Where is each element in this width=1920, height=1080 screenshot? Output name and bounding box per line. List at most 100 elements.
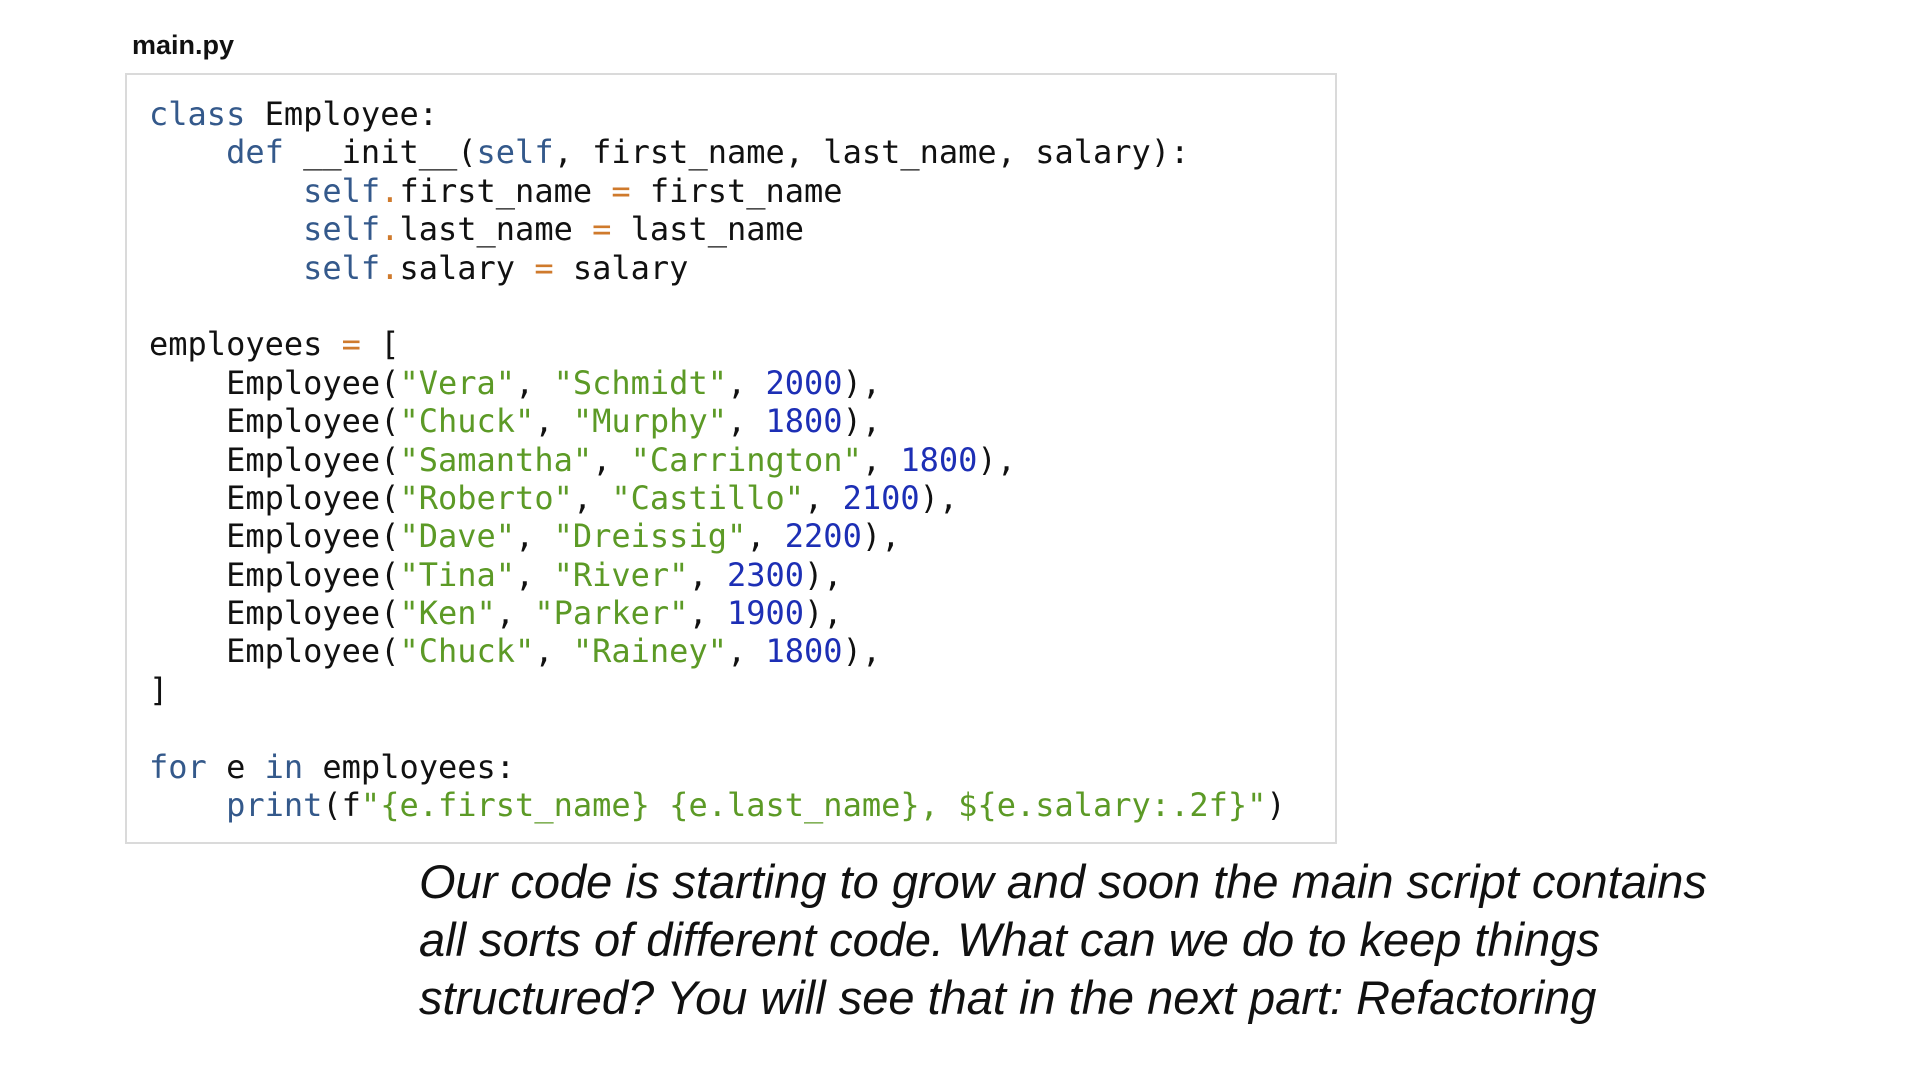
- code-token: self: [476, 133, 554, 172]
- code-token: ),: [977, 440, 1016, 479]
- code-token: ,: [746, 517, 785, 556]
- code-line: self.last_name = last_name: [149, 210, 1286, 248]
- code-line: Employee("Roberto", "Castillo", 2100),: [149, 479, 1286, 517]
- code-token: ,: [495, 594, 535, 633]
- code-token: Employee(: [149, 555, 400, 594]
- code-token: "Rainey": [572, 632, 727, 671]
- code-token: .: [380, 210, 400, 249]
- code-token: last_name: [611, 210, 805, 249]
- code-token: print: [226, 786, 323, 825]
- caption-line: all sorts of different code. What can we…: [419, 913, 1600, 966]
- code-token: 1900: [726, 594, 805, 633]
- caption-line: structured? You will see that in the nex…: [419, 971, 1597, 1024]
- code-token: ,: [572, 478, 612, 517]
- code-token: [149, 249, 303, 287]
- code-token: in: [264, 747, 304, 786]
- code-line: Employee("Dave", "Dreissig", 2200),: [149, 517, 1286, 555]
- code-line: Employee("Vera", "Schmidt", 2000),: [149, 364, 1286, 402]
- code-token: Employee(: [149, 632, 400, 671]
- code-token: ,: [688, 555, 727, 594]
- caption-text: Our code is starting to grow and soon th…: [419, 853, 1859, 1027]
- code-token: Employee(: [149, 478, 400, 517]
- code-token: class: [149, 95, 246, 133]
- caption-line: Our code is starting to grow and soon th…: [419, 855, 1707, 908]
- code-token: [149, 786, 226, 824]
- code-token: "Murphy": [572, 402, 727, 441]
- code-token: 2300: [726, 555, 805, 594]
- code-token: "Dave": [399, 517, 516, 556]
- code-token: ,: [592, 440, 631, 479]
- code-token: first_name: [630, 171, 843, 210]
- code-token: Employee(: [149, 402, 400, 441]
- code-token: "Castillo": [611, 478, 805, 517]
- code-token: "River": [553, 555, 689, 594]
- code-token: =: [611, 171, 631, 210]
- code-line: [149, 709, 1286, 747]
- code-line: class Employee:: [149, 95, 1286, 133]
- code-token: "Roberto": [399, 478, 573, 517]
- code-token: ,: [726, 632, 766, 671]
- code-token: [149, 133, 226, 171]
- code-token: ,: [726, 402, 766, 441]
- code-line: Employee("Samantha", "Carrington", 1800)…: [149, 441, 1286, 479]
- code-line: Employee("Chuck", "Murphy", 1800),: [149, 402, 1286, 440]
- code-token: [149, 172, 303, 210]
- code-token: ): [1266, 786, 1286, 825]
- code-token: ,: [515, 517, 554, 556]
- code-token: 2200: [784, 517, 862, 556]
- code-token: ,: [804, 478, 843, 517]
- code-token: ),: [804, 594, 843, 633]
- code-token: [149, 210, 303, 248]
- code-token: 2000: [765, 363, 843, 402]
- code-token: "Tina": [399, 555, 516, 594]
- code-token: ,: [726, 363, 766, 402]
- code-token: 1800: [765, 402, 843, 441]
- code-token: ,: [515, 555, 554, 594]
- code-token: for: [149, 747, 207, 786]
- code-line: self.first_name = first_name: [149, 172, 1286, 210]
- code-token: =: [592, 210, 612, 249]
- code-token: ,: [515, 363, 554, 402]
- code-listing: class Employee: def __init__(self, first…: [149, 95, 1286, 824]
- code-token: "Ken": [399, 594, 496, 633]
- code-token: "Samantha": [399, 440, 593, 479]
- code-token: ),: [861, 517, 901, 556]
- code-line: print(f"{e.first_name} {e.last_name}, ${…: [149, 786, 1286, 824]
- code-token: last_name: [399, 210, 593, 249]
- code-token: Employee(: [149, 594, 400, 633]
- code-token: e: [206, 747, 265, 786]
- file-name-label: main.py: [132, 30, 235, 60]
- code-token: 1800: [900, 440, 978, 479]
- code-token: Employee(: [149, 440, 400, 479]
- code-token: "Dreissig": [553, 517, 747, 556]
- code-line: employees = [: [149, 325, 1286, 363]
- code-token: ),: [804, 555, 843, 594]
- code-token: 2100: [842, 478, 920, 517]
- code-token: ),: [842, 363, 882, 402]
- code-token: (f: [322, 786, 361, 825]
- code-token: "Vera": [399, 363, 516, 402]
- code-line: self.salary = salary: [149, 249, 1286, 287]
- code-token: ]: [149, 670, 169, 709]
- code-block: class Employee: def __init__(self, first…: [125, 73, 1337, 844]
- code-token: employees:: [303, 747, 516, 786]
- code-token: self: [303, 210, 381, 249]
- code-token: "{e.first_name} {e.last_name}, ${e.salar…: [360, 786, 1267, 825]
- code-token: Employee:: [245, 95, 438, 133]
- code-token: =: [534, 248, 554, 287]
- code-line: [149, 287, 1286, 325]
- code-token: "Carrington": [630, 440, 862, 479]
- code-token: salary: [399, 248, 535, 287]
- code-token: [: [360, 325, 400, 364]
- code-token: employees: [149, 325, 342, 364]
- code-line: Employee("Tina", "River", 2300),: [149, 556, 1286, 594]
- code-token: ,: [688, 594, 727, 633]
- code-line: ]: [149, 671, 1286, 709]
- code-token: 1800: [765, 632, 843, 671]
- code-token: , first_name, last_name, salary):: [553, 133, 1190, 172]
- code-token: ,: [534, 402, 573, 441]
- code-line: Employee("Ken", "Parker", 1900),: [149, 594, 1286, 632]
- code-token: Employee(: [149, 517, 400, 556]
- code-token: self: [303, 248, 381, 287]
- code-token: "Chuck": [399, 402, 535, 441]
